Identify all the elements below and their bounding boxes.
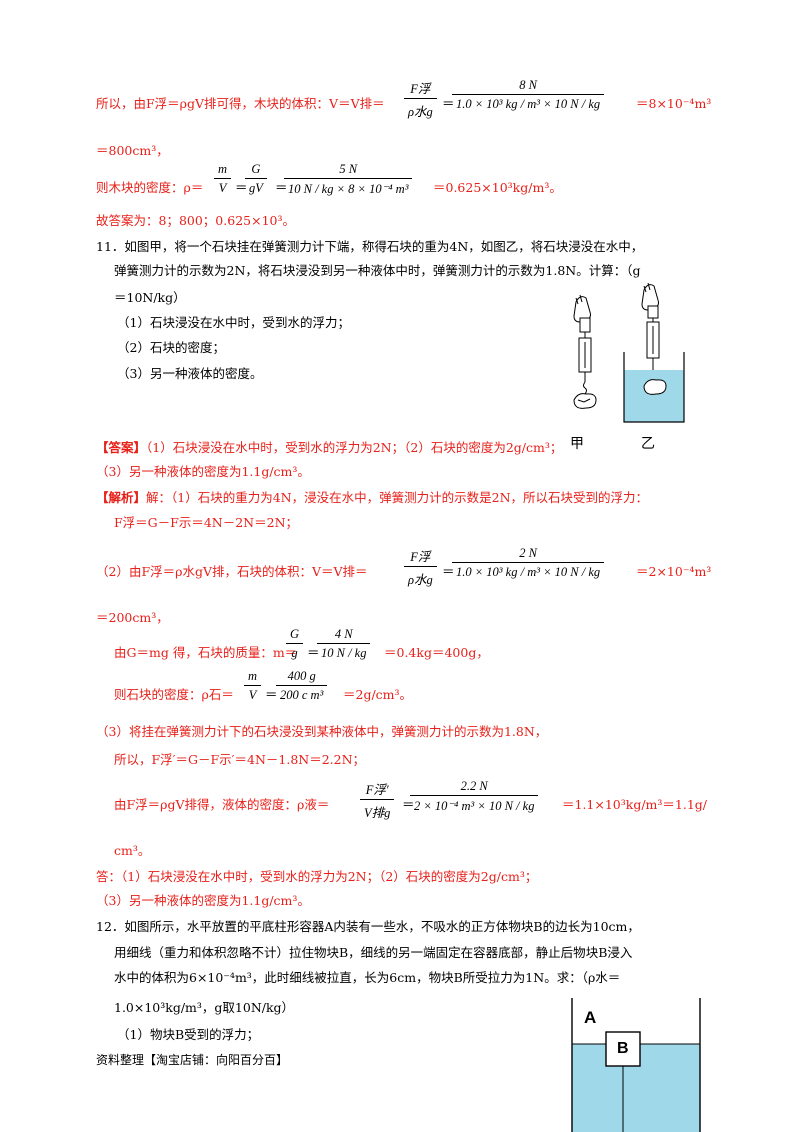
- question-item: （3）另一种液体的密度。: [117, 366, 263, 381]
- analysis-line: F浮＝G－F示＝4N－2N＝2N；: [114, 515, 299, 530]
- container-label-a: A: [584, 1008, 597, 1027]
- figure-label-yi: 乙: [641, 436, 655, 452]
- equals-sign: ＝: [275, 180, 288, 195]
- answer-text: （1）石块浸没在水中时，受到水的浮力为2N；（2）石块的密度为2g/cm³；: [146, 440, 563, 455]
- text-line: 则木块的密度：ρ＝: [96, 180, 204, 195]
- analysis-line: 由G＝mg 得，石块的质量：m＝: [114, 645, 298, 660]
- text-line: ＝0.625×10³kg/m³。: [433, 180, 562, 195]
- equals-sign: ＝: [402, 797, 415, 812]
- container-figure: [571, 998, 701, 1132]
- text-line: 所以，由F浮＝ρgV排可得，木块的体积：V＝V排＝: [96, 96, 385, 111]
- answer-line: 【答案】（1）石块浸没在水中时，受到水的浮力为2N；（2）石块的密度为2g/cm…: [96, 440, 562, 456]
- equals-sign: ＝: [307, 645, 320, 660]
- answer-line: （3）另一种液体的密度为1.1g/cm³。: [96, 464, 310, 479]
- analysis-line: 由F浮＝ρgV排得，液体的密度：ρ液＝: [114, 797, 330, 812]
- analysis-line: 则石块的密度：ρ石＝: [114, 687, 234, 702]
- analysis-line: ＝0.4kg＝400g，: [384, 645, 489, 660]
- answer-tag: 【答案】: [96, 440, 147, 455]
- answer-line: 故答案为：8；800；0.625×10³。: [96, 213, 295, 228]
- question-text: 12．如图所示，水平放置的平底柱形容器A内装有一些水，不吸水的正方体物块B的边长…: [96, 919, 640, 934]
- equals-sign: ＝: [235, 180, 248, 195]
- analysis-text: 解：（1）石块的重力为4N，浸没在水中，弹簧测力计的示数是2N，所以石块受到的浮…: [146, 490, 649, 505]
- analysis-line: （2）由F浮＝ρ水gV排，石块的体积：V＝V排＝: [96, 564, 368, 579]
- analysis-line: （3）将挂在弹簧测力计下的石块浸没到某种液体中，弹簧测力计的示数为1.8N，: [96, 724, 548, 739]
- spring-scale-figure: [573, 282, 685, 423]
- question-text: 11．如图甲，将一个石块挂在弹簧测力计下端，称得石块的重为4N，如图乙，将石块浸…: [96, 239, 644, 254]
- question-text: 弹簧测力计的示数为2N，将石块浸没到另一种液体中时，弹簧测力计的示数为1.8N。…: [114, 263, 641, 278]
- question-text: 1.0×10³kg/m³，g取10N/kg）: [114, 1000, 295, 1015]
- figure-label-jia: 甲: [570, 436, 584, 452]
- final-answer-line: （3）另一种液体的密度为1.1g/cm³。: [96, 893, 310, 908]
- text-line: ＝800cm³，: [96, 143, 169, 158]
- analysis-line: ＝2g/cm³。: [343, 687, 413, 702]
- question-item: （1）物块B受到的浮力；: [117, 1027, 260, 1042]
- analysis-line: ＝200cm³，: [96, 610, 169, 625]
- analysis-line: 所以，F浮′＝G－F示′＝4N－1.8N＝2.2N；: [114, 752, 366, 767]
- equals-sign: ＝: [265, 687, 278, 702]
- page-footer: 资料整理【淘宝店铺：向阳百分百】: [96, 1053, 289, 1067]
- question-text: ＝10N/kg）: [114, 290, 186, 305]
- analysis-tag: 【解析】: [96, 490, 147, 505]
- question-text: 水中的体积为6×10⁻⁴m³，此时细线被拉直，长为6cm，物块B所受拉力为1N。…: [114, 970, 621, 985]
- question-text: 用细线（重力和体积忽略不计）拉住物块B，细线的另一端固定在容器底部，静止后物块B…: [114, 945, 633, 960]
- analysis-line: ＝2×10⁻⁴m³: [636, 564, 712, 579]
- equals-sign: ＝: [442, 96, 455, 111]
- formula-fraction: F浮′V排g: [360, 779, 395, 821]
- analysis-line: 【解析】解：（1）石块的重力为4N，浸没在水中，弹簧测力计的示数是2N，所以石块…: [96, 490, 648, 506]
- equals-sign: ＝: [442, 564, 455, 579]
- scale-jia: [573, 294, 597, 409]
- question-item: （1）石块浸没在水中时，受到水的浮力；: [117, 315, 350, 330]
- final-answer-line: 答：（1）石块浸没在水中时，受到水的浮力为2N；（2）石块的密度为2g/cm³；: [96, 869, 538, 884]
- beaker-yi: [623, 282, 685, 423]
- analysis-line: cm³。: [114, 843, 151, 858]
- block-label-b: B: [617, 1040, 629, 1057]
- text-line: ＝8×10⁻⁴m³: [636, 96, 712, 111]
- question-item: （2）石块的密度；: [117, 340, 225, 355]
- analysis-line: ＝1.1×10³kg/m³＝1.1g/: [562, 797, 708, 812]
